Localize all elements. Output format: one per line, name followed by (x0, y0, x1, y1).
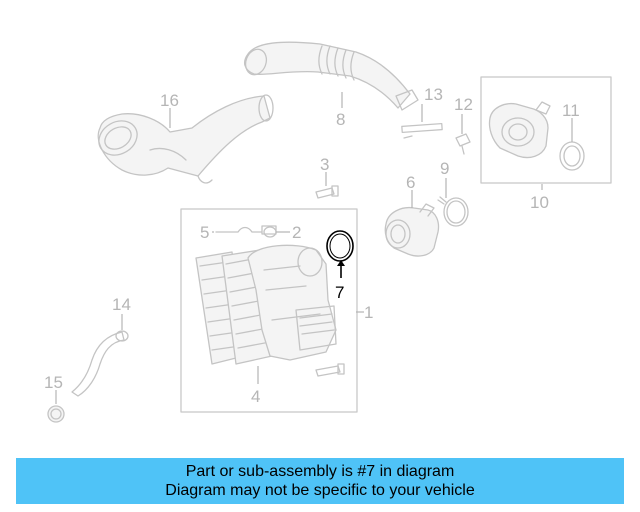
part-14-hose (71, 330, 129, 397)
callout-2: 2 (292, 223, 301, 242)
part-16-intake-duct (97, 94, 274, 184)
callout-1: 1 (364, 303, 373, 322)
info-banner: Part or sub-assembly is #7 in diagram Di… (16, 458, 624, 504)
callout-9: 9 (440, 159, 449, 178)
callout-7: 7 (335, 283, 344, 302)
callout-15: 15 (44, 373, 63, 392)
callout-11: 11 (562, 101, 580, 120)
callout-6: 6 (406, 173, 415, 192)
part-5-bracket-rod (215, 226, 263, 233)
part-1-air-filter-housing (180, 208, 358, 413)
part-12-bolt (455, 133, 471, 155)
part-9-hose-clamp (437, 196, 469, 227)
part-4-screw (315, 363, 345, 377)
callout-10: 10 (530, 193, 549, 212)
callout-12: 12 (454, 95, 473, 114)
part-10-throttle-assembly (480, 76, 612, 184)
part-2-grommet (263, 226, 277, 238)
part-3-bolt (315, 185, 339, 199)
callout-13: 13 (424, 85, 443, 104)
callout-5: 5 (200, 223, 209, 242)
part-8-intake-hose (243, 41, 419, 111)
part-6-airflow-sensor (384, 203, 440, 257)
part-7-gasket (326, 230, 354, 278)
leader-lines (55, 92, 573, 404)
parts-diagram: 16 8 13 12 11 10 3 6 9 5 2 7 1 4 14 15 (44, 41, 612, 423)
part-13-bracket (401, 122, 443, 139)
part-15-clamp (47, 405, 65, 423)
banner-line-2: Diagram may not be specific to your vehi… (165, 482, 475, 499)
callout-3: 3 (320, 155, 329, 174)
banner-line-1: Part or sub-assembly is #7 in diagram (185, 463, 455, 480)
callout-16: 16 (160, 91, 179, 110)
callout-4: 4 (251, 387, 260, 406)
callout-14: 14 (112, 295, 131, 314)
callout-8: 8 (336, 110, 345, 129)
